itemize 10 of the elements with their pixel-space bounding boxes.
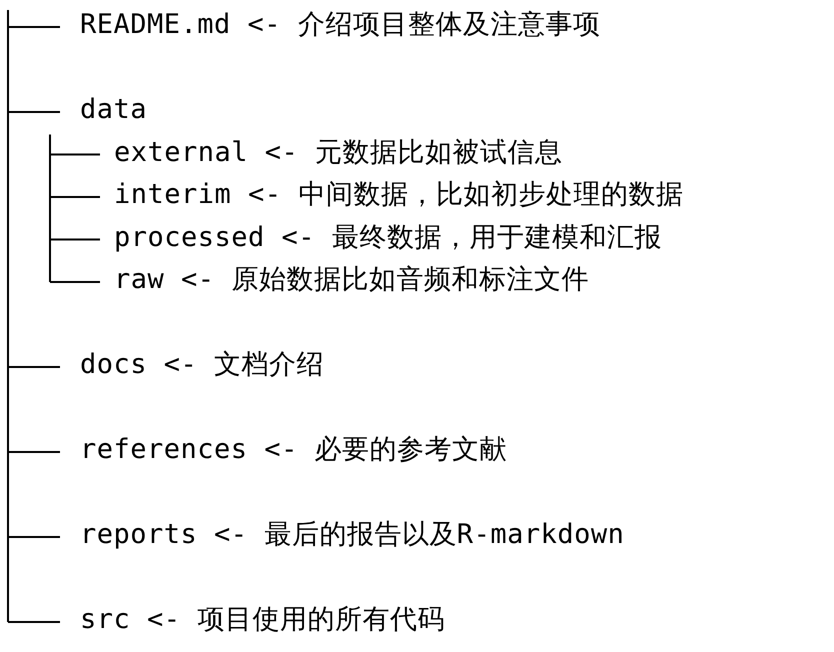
tree-entry-text: docs <- 文档介绍: [80, 348, 324, 382]
tree-entry-text: interim <- 中间数据，比如初步处理的数据: [114, 178, 684, 212]
tree-entry-text: README.md <- 介绍项目整体及注意事项: [80, 8, 600, 42]
tree-entry-text: data: [80, 93, 148, 127]
tree-entry-text: external <- 元数据比如被试信息: [114, 136, 563, 170]
tree-entry-text: references <- 必要的参考文献: [80, 433, 508, 467]
tree-entry-text: reports <- 最后的报告以及R-markdown: [80, 518, 624, 552]
tree-entry-text: processed <- 最终数据，用于建模和汇报: [114, 220, 662, 254]
tree-entry-text: src <- 项目使用的所有代码: [80, 603, 445, 637]
tree-entry-text: raw <- 原始数据比如音频和标注文件: [114, 263, 589, 297]
